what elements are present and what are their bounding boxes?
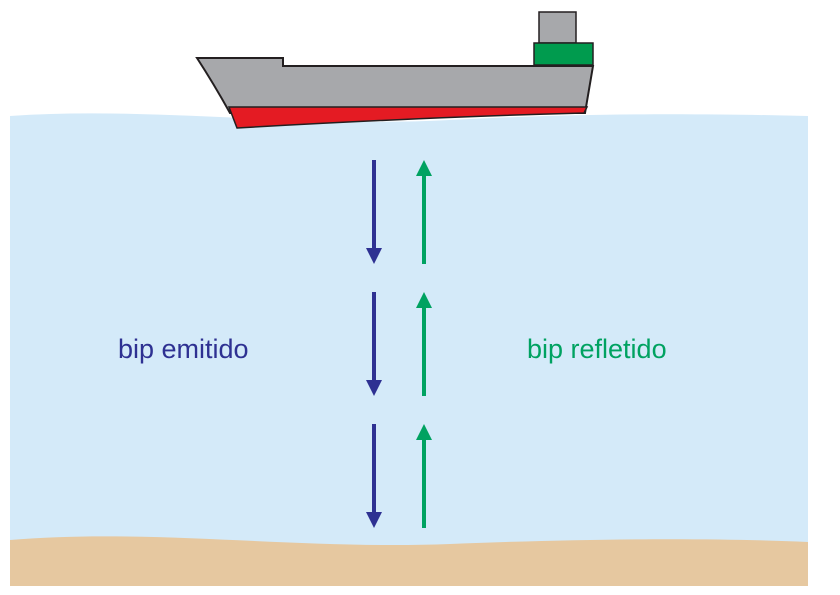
- emitted-arrow: [366, 160, 382, 264]
- ship-funnel: [538, 11, 577, 44]
- reflected-pulse-arrows: [416, 160, 432, 528]
- emitted-arrow: [366, 424, 382, 528]
- ship: [195, 11, 595, 129]
- water: [10, 113, 808, 586]
- reflected-pulse-label: bip refletido: [527, 334, 667, 364]
- ship-hull-bottom: [227, 106, 589, 129]
- ship-hull: [195, 57, 595, 114]
- emitted-pulse-arrows: [366, 160, 382, 528]
- reflected-arrow: [416, 160, 432, 264]
- emitted-arrow: [366, 292, 382, 396]
- ship-bridge: [533, 42, 594, 66]
- reflected-arrow: [416, 424, 432, 528]
- emitted-pulse-label: bip emitido: [118, 334, 249, 364]
- reflected-arrow: [416, 292, 432, 396]
- seabed: [10, 536, 808, 586]
